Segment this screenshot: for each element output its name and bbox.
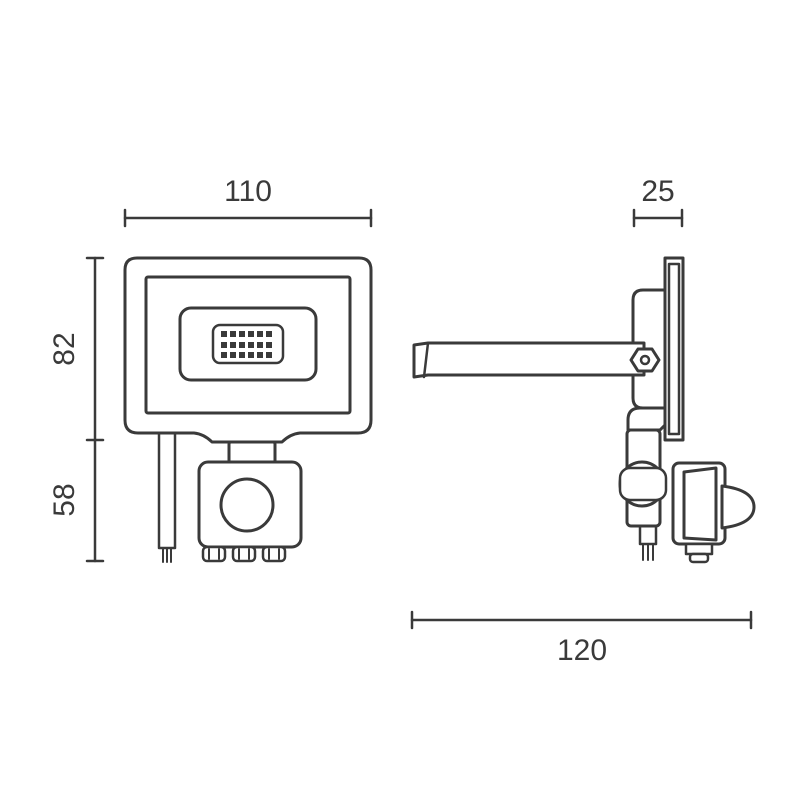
terminal-connectors (201, 545, 287, 563)
label-side-depth: 25 (641, 175, 674, 208)
front-view (123, 256, 373, 563)
label-front-lower-height: 58 (48, 483, 81, 516)
dimension-height-lower (85, 438, 105, 563)
dimension-width-front (123, 208, 373, 228)
side-mount-lower (626, 406, 667, 432)
dimension-depth-side (632, 208, 684, 228)
dimension-length-side (410, 610, 753, 630)
label-front-width: 110 (224, 175, 272, 208)
side-terminal (684, 542, 714, 564)
front-cable (157, 428, 177, 563)
side-sensor-lens-icon (720, 484, 756, 530)
side-view (412, 256, 756, 564)
label-side-length: 120 (557, 634, 607, 667)
dimension-height-upper (85, 256, 105, 442)
sensor-lens-icon (219, 477, 275, 533)
mounting-bracket (412, 341, 646, 379)
led-chip-icon (211, 323, 285, 365)
label-front-upper-height: 82 (48, 332, 81, 365)
